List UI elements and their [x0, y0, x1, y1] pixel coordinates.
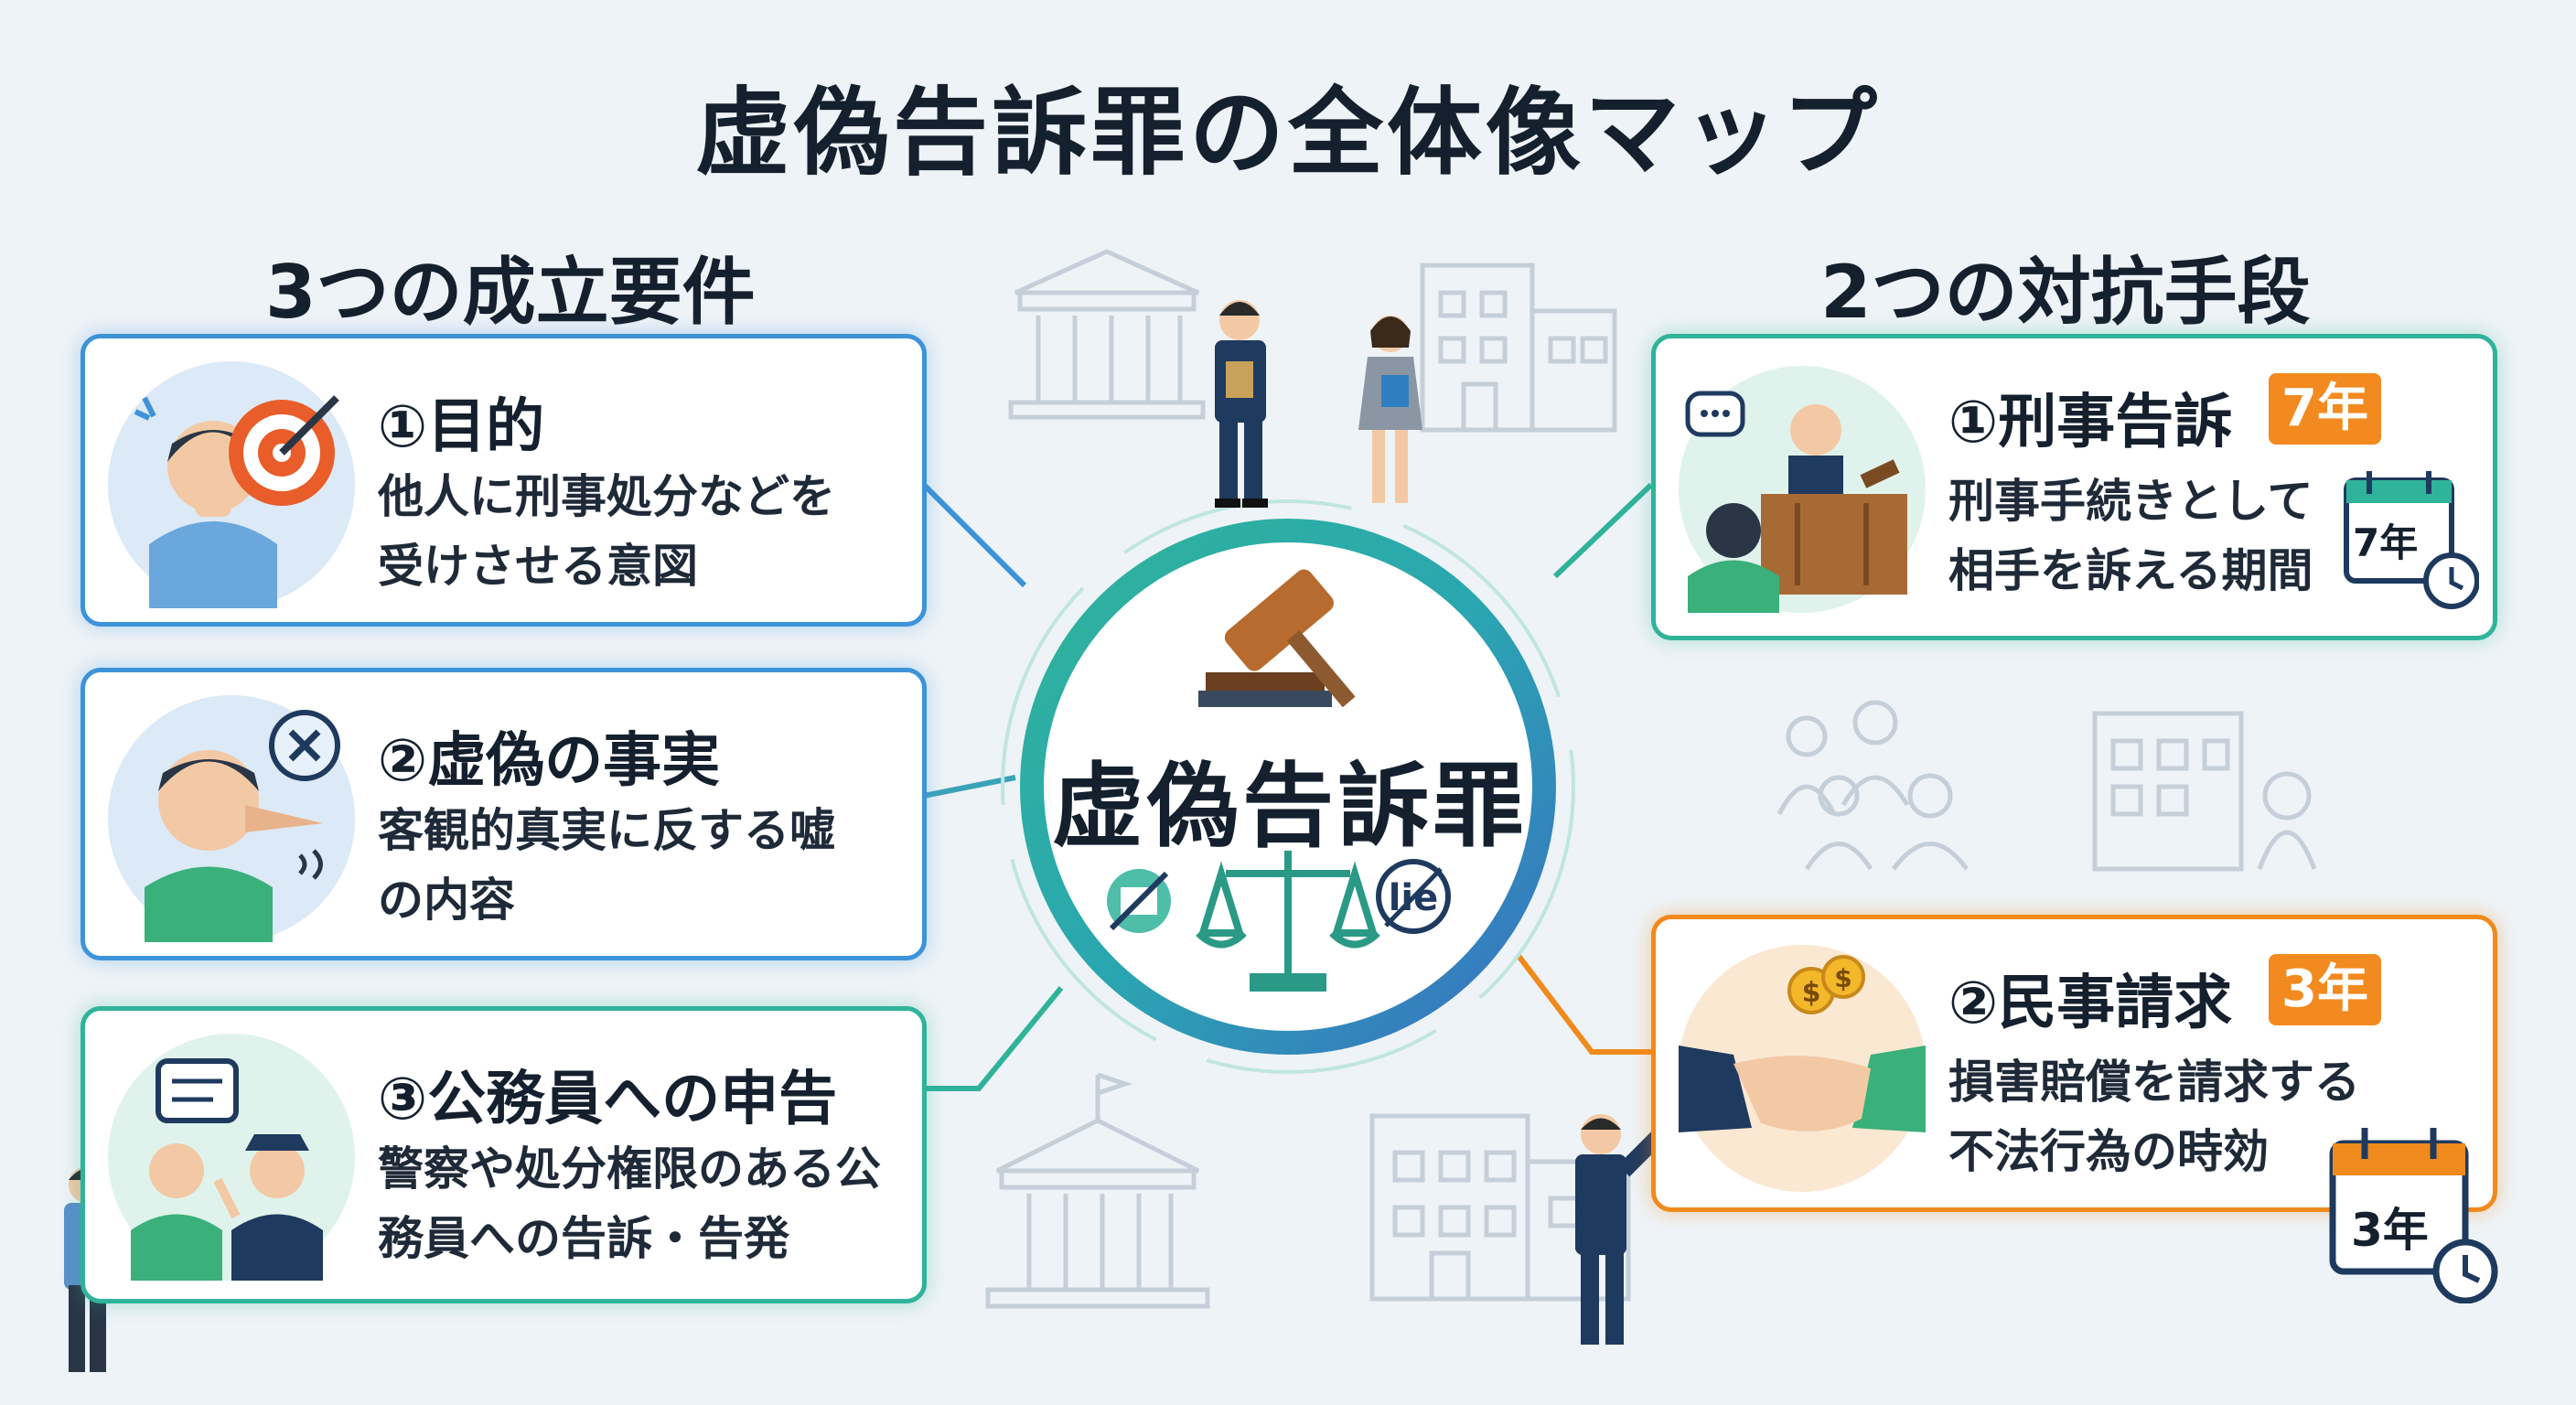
requirements-heading: 3つの成立要件 [265, 250, 756, 335]
gavel-icon [1198, 569, 1356, 708]
countermeasure-desc-line1: 刑事手続きとして [1948, 475, 2313, 528]
calendar-label: 7年 [2353, 520, 2419, 565]
countermeasure-title: ①刑事告訴 [1948, 389, 2233, 456]
countermeasure-desc-line2: 不法行為の時効 [1948, 1125, 2269, 1178]
countermeasure-desc-line2: 相手を訴える期間 [1948, 544, 2313, 597]
calendar-7-years-icon: 7年 [2342, 467, 2480, 609]
requirement-desc: 他人に刑事処分などを受けさせる意図 [378, 470, 835, 593]
business-woman-figure [1358, 316, 1422, 503]
worried-person-icon [108, 361, 355, 608]
requirement-card-false-fact: ②虚偽の事実 客観的真実に反する嘘の内容 [80, 668, 927, 960]
connector-lines [921, 482, 1654, 1091]
countermeasure-title: ②民事請求 [1948, 970, 2233, 1037]
svg-text:$: $ [1834, 963, 1852, 993]
page-title: 虚偽告訴罪の全体像マップ [694, 77, 1881, 188]
police-report-icon [108, 1034, 355, 1281]
calendar-label: 3年 [2351, 1204, 2429, 1257]
courtroom-icon [1679, 366, 1926, 613]
pointing-man-figure [1575, 1114, 1676, 1345]
requirement-title: ①目的 [378, 393, 545, 461]
center-label: 虚偽告訴罪 [1052, 753, 1528, 860]
requirement-desc: 警察や処分権限のある公務員への告訴・告発 [378, 1142, 881, 1265]
family-people-icon [1776, 700, 1970, 871]
handshake-money-icon: $ $ [1679, 945, 1926, 1192]
police-station-icon [1420, 263, 1617, 433]
no-lie-icon: lie [1376, 859, 1451, 934]
requirement-card-report: ③公務員への申告 警察や処分権限のある公務員への告訴・告発 [80, 1006, 927, 1303]
countermeasures-heading: 2つの対抗手段 [1820, 250, 2311, 335]
countermeasure-card-civil: $ $ ②民事請求 3年 損害賠償を請求する 不法行為の時効 [1651, 915, 2497, 1212]
countermeasure-card-criminal: ①刑事告訴 7年 刑事手続きとして 相手を訴える期間 7年 [1651, 334, 2497, 640]
requirement-title: ②虚偽の事実 [378, 727, 721, 795]
court-building-icon [1008, 249, 1206, 420]
period-badge: 3年 [2269, 954, 2381, 1025]
government-building-icon [985, 1072, 1210, 1309]
requirement-desc: 客観的真実に反する嘘の内容 [378, 804, 835, 927]
lying-person-icon [108, 695, 355, 942]
business-man-figure [1215, 300, 1268, 508]
office-building-icon [2092, 711, 2317, 872]
svg-text:$: $ [1802, 977, 1821, 1009]
calendar-3-years-icon: 3年 [2328, 1121, 2511, 1304]
period-badge: 7年 [2269, 373, 2381, 445]
requirement-title: ③公務員への申告 [378, 1066, 838, 1133]
requirement-card-purpose: ①目的 他人に刑事処分などを受けさせる意図 [80, 334, 927, 627]
scales-of-justice-icon [1196, 851, 1380, 992]
no-lying-icon [1107, 869, 1171, 933]
countermeasure-desc-line1: 損害賠償を請求する [1948, 1056, 2360, 1109]
